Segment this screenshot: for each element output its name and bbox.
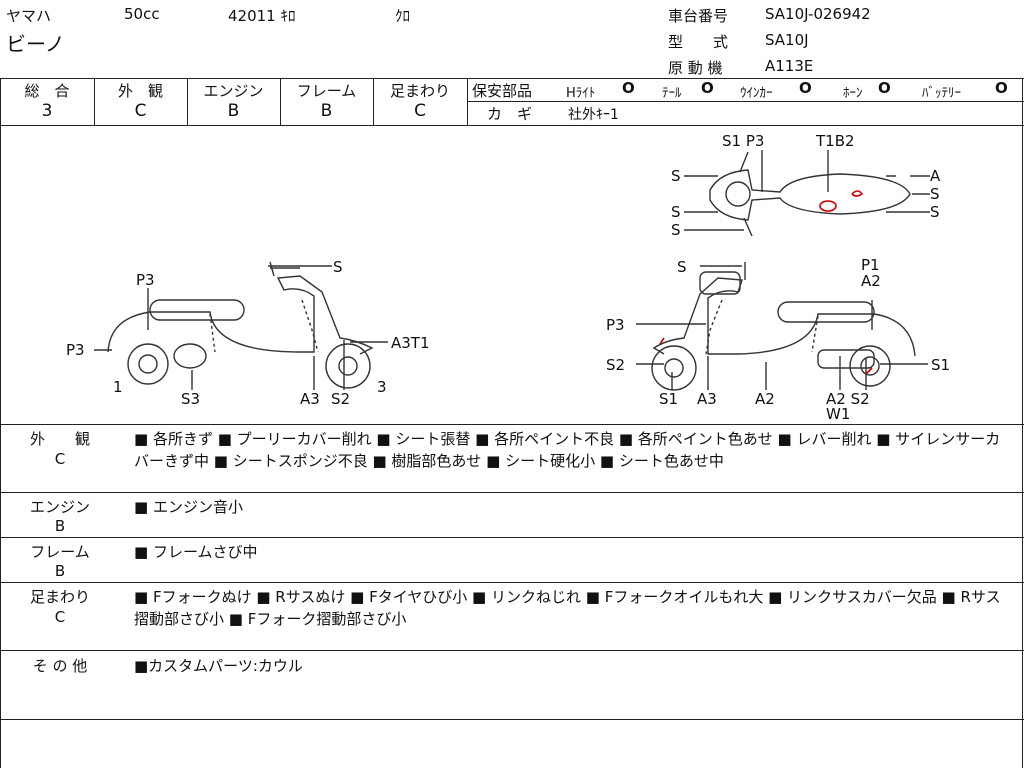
label-left-a3: A3 [300, 390, 320, 408]
grade-engine-value: B [227, 101, 240, 121]
grade-suspension-label: 足まわり [389, 82, 450, 100]
label-right-w1: W1 [826, 405, 850, 423]
damage-marks [659, 190, 873, 375]
note-suspension-label: 足まわり [29, 588, 90, 606]
key-label: カ ギ [487, 105, 533, 123]
grade-overall-label: 総 合 [24, 82, 70, 100]
label-top-s-r1: S [930, 185, 940, 203]
label-left-p3-left: P3 [66, 341, 85, 359]
label-left-s-top: S [333, 258, 343, 276]
grade-overall-value: 3 [41, 101, 53, 121]
safety-battery: ﾊﾞｯﾃﾘｰ [922, 86, 961, 101]
safety-headlight-mark: O [622, 79, 635, 97]
grade-suspension-value: C [414, 101, 426, 121]
scooter-top-view [684, 150, 930, 237]
color: ｸﾛ [395, 7, 411, 25]
grade-exterior-value: C [134, 101, 147, 121]
note-other-label: そ の 他 [32, 657, 88, 675]
grade-engine-label: エンジン [203, 82, 264, 100]
safety-taillight: ﾃｰﾙ [662, 86, 682, 101]
label-left-s2: S2 [331, 390, 350, 408]
safety-headlight: Hﾗｲﾄ [566, 86, 596, 101]
label-right-s-top: S [677, 258, 687, 276]
engine-label: 原 動 機 [668, 59, 723, 77]
type-value: SA10J [765, 31, 809, 49]
label-right-s1: S1 [931, 356, 950, 374]
safety-taillight-mark: O [701, 79, 714, 97]
key-value: 社外ｷｰ1 [568, 107, 619, 123]
note-engine-text: ■ エンジン音小 [134, 498, 243, 516]
model-name: ビーノ [6, 32, 65, 56]
label-top-s1p3: S1 P3 [722, 132, 764, 150]
label-left-s3: S3 [181, 390, 200, 408]
note-other-text: ■カスタムパーツ:カウル [134, 657, 303, 675]
label-left-a3t1: A3T1 [391, 334, 430, 352]
label-right-p3: P3 [606, 316, 625, 334]
label-left-1: 1 [113, 378, 123, 396]
type-label: 型 式 [668, 33, 729, 51]
note-frame-label: フレーム [30, 543, 90, 561]
damage-diagram: P3 P3 S A3T1 1 3 S3 A3 S2 S P1 A2 P3 S2 … [66, 132, 950, 423]
label-right-a3: A3 [697, 390, 717, 408]
note-engine-grade: B [54, 517, 66, 535]
label-right-a2-s2: A2 S2 [826, 390, 870, 408]
label-left-p3-top: P3 [136, 271, 155, 289]
scooter-right-side [636, 262, 928, 391]
label-top-s-1: S [671, 167, 681, 185]
label-right-s1-bottom: S1 [659, 390, 678, 408]
mileage: 42011 ｷﾛ [228, 7, 296, 25]
safety-label: 保安部品 [472, 82, 533, 100]
label-top-s-3: S [671, 221, 681, 239]
chassis-label: 車台番号 [668, 7, 729, 25]
label-right-s2: S2 [606, 356, 625, 374]
safety-horn: ﾎｰﾝ [843, 86, 863, 101]
label-left-3: 3 [377, 378, 387, 396]
label-right-a2: A2 [755, 390, 775, 408]
label-top-a: A [930, 167, 941, 185]
grade-frame-label: フレーム [296, 82, 357, 100]
label-right-a2-top: A2 [861, 272, 881, 290]
note-exterior-text: ■ 各所きず ■ プーリーカバー削れ ■ シート張替 ■ 各所ペイント不良 ■ … [134, 430, 1001, 470]
safety-winker: ｳｲﾝｶｰ [740, 86, 773, 101]
label-top-s-r2: S [930, 203, 940, 221]
note-frame-grade: B [54, 562, 66, 580]
note-exterior-label: 外 観 [29, 430, 90, 448]
note-engine-label: エンジン [29, 498, 90, 516]
grade-frame-value: B [320, 101, 333, 121]
label-top-t1b2: T1B2 [815, 132, 855, 150]
note-frame-text: ■ フレームさび中 [134, 543, 258, 561]
safety-horn-mark: O [878, 79, 891, 97]
label-right-p1: P1 [861, 256, 880, 274]
chassis-value: SA10J-026942 [765, 5, 871, 23]
maker: ヤマハ [6, 7, 52, 25]
grade-exterior-label: 外 観 [117, 82, 163, 100]
safety-battery-mark: O [995, 79, 1008, 97]
scooter-left-side [94, 261, 388, 390]
note-suspension-grade: C [54, 608, 66, 626]
safety-winker-mark: O [799, 79, 812, 97]
engine-value: A113E [765, 57, 814, 75]
label-top-s-2: S [671, 203, 681, 221]
note-suspension-text: ■ Fフォークぬけ ■ Rサスぬけ ■ Fタイヤひび小 ■ リンクねじれ ■ F… [134, 588, 1001, 628]
displacement: 50cc [124, 5, 160, 23]
note-exterior-grade: C [54, 450, 66, 468]
